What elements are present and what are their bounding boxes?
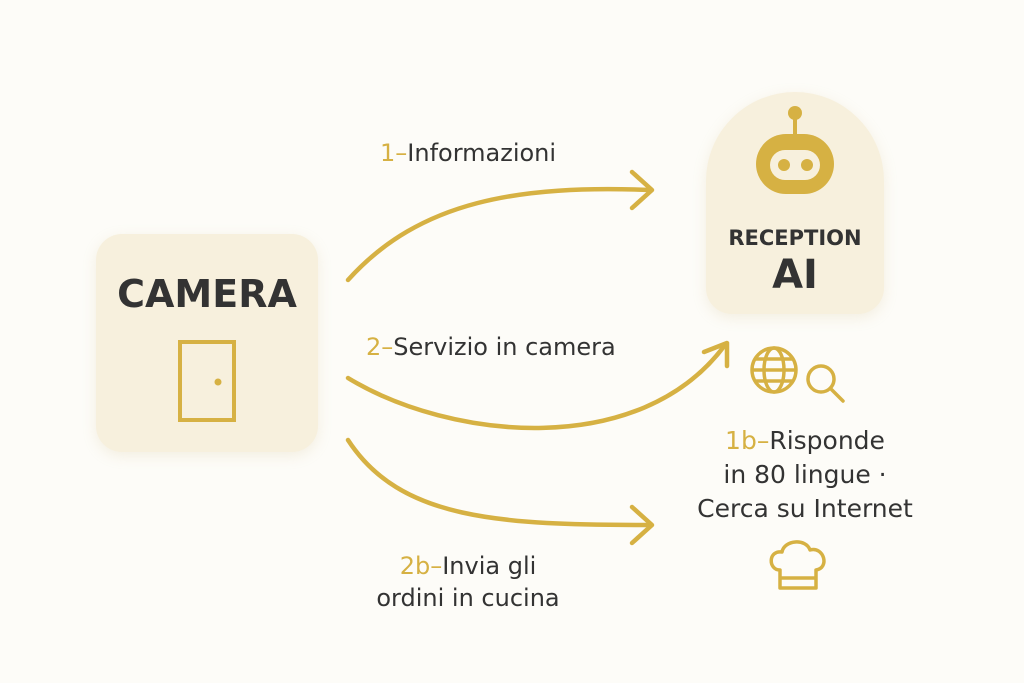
- camera-title: CAMERA: [117, 272, 297, 316]
- label-servizio: 2–Servizio in camera: [366, 333, 616, 361]
- reception-ai-box: RECEPTION AI: [706, 92, 884, 314]
- arrow-servizio: [345, 342, 728, 431]
- camera-box: CAMERA: [96, 234, 318, 452]
- search-icon: [806, 364, 845, 403]
- arrow-informazioni: [345, 186, 653, 283]
- arrow-informazioni-head: [629, 169, 655, 211]
- arrow-servizio-head: [701, 340, 730, 369]
- arrow-cucina: [345, 437, 653, 528]
- arrow-cucina-head: [629, 504, 655, 546]
- reception-ai-label: AI: [772, 252, 818, 298]
- door-icon: [178, 340, 236, 422]
- label-cucina: 2b–Invia gli ordini in cucina: [376, 552, 560, 612]
- label-risponde: 1b–Risponde in 80 lingue · Cerca su Inte…: [697, 426, 913, 523]
- globe-icon: [750, 346, 798, 394]
- label-informazioni: 1–Informazioni: [380, 139, 557, 167]
- reception-title: RECEPTION: [728, 226, 862, 250]
- robot-icon: [756, 106, 834, 194]
- chef-hat-icon: [769, 540, 826, 590]
